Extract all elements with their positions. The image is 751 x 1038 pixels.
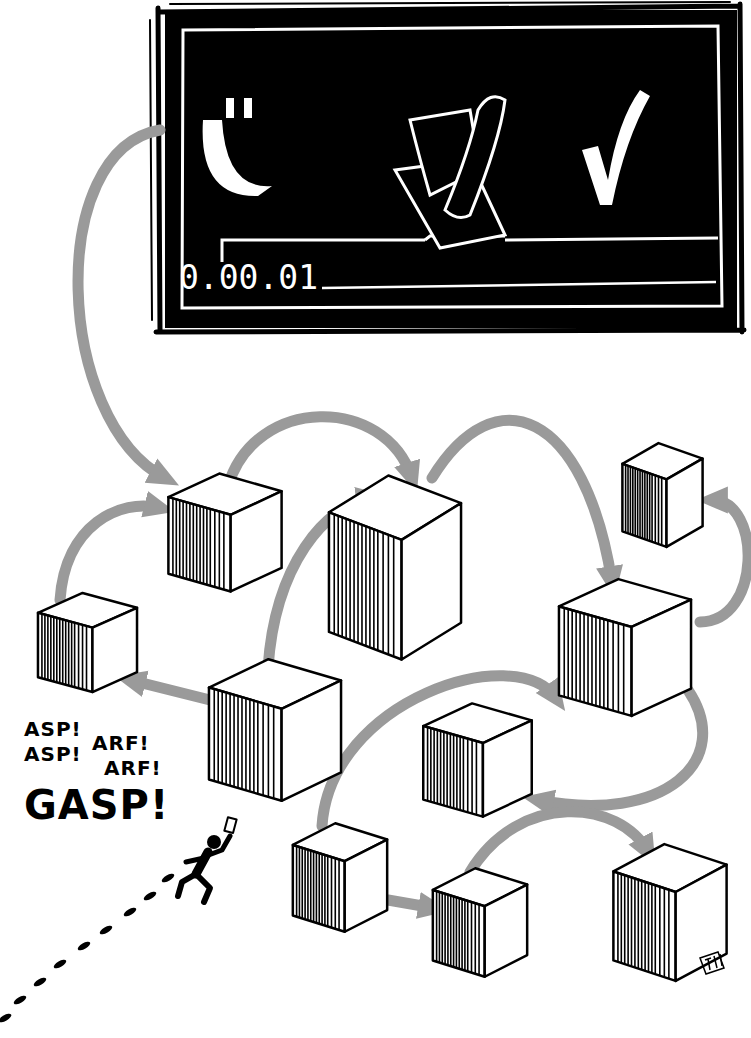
boxes [38,443,727,981]
panting-sound: ARF! [92,731,150,755]
panting-sound: ARF! [104,756,162,780]
running-figure [178,817,237,902]
panting-sound: ASP! [24,742,82,766]
timer-readout: 0.00.01 [179,258,318,297]
panting-sound: GASP! [24,782,169,828]
footprints [0,872,176,1024]
panting-sound: ASP! [24,717,82,741]
screen-panel: 0.00.01 [165,10,737,328]
signature-mark [700,952,724,974]
screen-frame [150,2,744,332]
